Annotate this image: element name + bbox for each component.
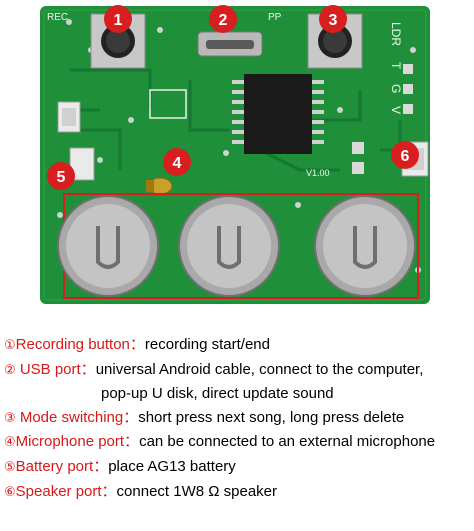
silkscreen-pp: PP xyxy=(268,12,282,23)
silkscreen-pin-v: V xyxy=(389,106,403,114)
circuit-board-photo: REC PP LDR T G V V1.00 1 2 3 4 5 6 xyxy=(40,5,430,304)
marker-2: 2 xyxy=(209,5,237,33)
legend-row-usb-port-continued: pop-up U disk, direct update sound xyxy=(101,385,334,403)
legend-row-recording-button: ①Recording button：recording start/end xyxy=(4,336,270,353)
ic-chip xyxy=(232,74,324,154)
svg-text:5: 5 xyxy=(57,169,66,186)
marker-6: 6 xyxy=(391,141,419,169)
svg-text:4: 4 xyxy=(173,155,182,172)
marker-5: 5 xyxy=(47,162,75,190)
marker-4: 4 xyxy=(163,148,191,176)
marker-1: 1 xyxy=(104,5,132,33)
marker-3: 3 xyxy=(319,5,347,33)
silkscreen-ldr: LDR xyxy=(389,22,403,46)
silkscreen-version: V1.00 xyxy=(306,168,330,178)
legend-row-microphone-port: ④Microphone port：can be connected to an … xyxy=(4,433,436,451)
silkscreen-pin-g: G xyxy=(389,84,403,93)
svg-text:3: 3 xyxy=(329,12,338,29)
feature-legend: ①Recording button：recording start/end ② … xyxy=(4,336,470,507)
svg-text:2: 2 xyxy=(219,12,228,29)
svg-text:1: 1 xyxy=(114,12,123,29)
microphone-component xyxy=(146,177,173,195)
silkscreen-pin-t: T xyxy=(389,62,403,70)
battery-holders xyxy=(57,195,416,297)
usb-port xyxy=(197,31,263,57)
legend-row-mode-switching: ③ Mode switching：short press next song, … xyxy=(4,408,405,426)
left-connector xyxy=(57,101,81,133)
legend-row-speaker-port: ⑥Speaker port：connect 1W8 Ω speaker xyxy=(4,482,278,500)
legend-row-usb-port: ② USB port：universal Android cable, conn… xyxy=(4,360,424,378)
silkscreen-rec: REC xyxy=(47,12,68,23)
svg-text:6: 6 xyxy=(401,148,410,165)
legend-row-battery-port: ⑤Battery port：place AG13 battery xyxy=(4,457,236,475)
